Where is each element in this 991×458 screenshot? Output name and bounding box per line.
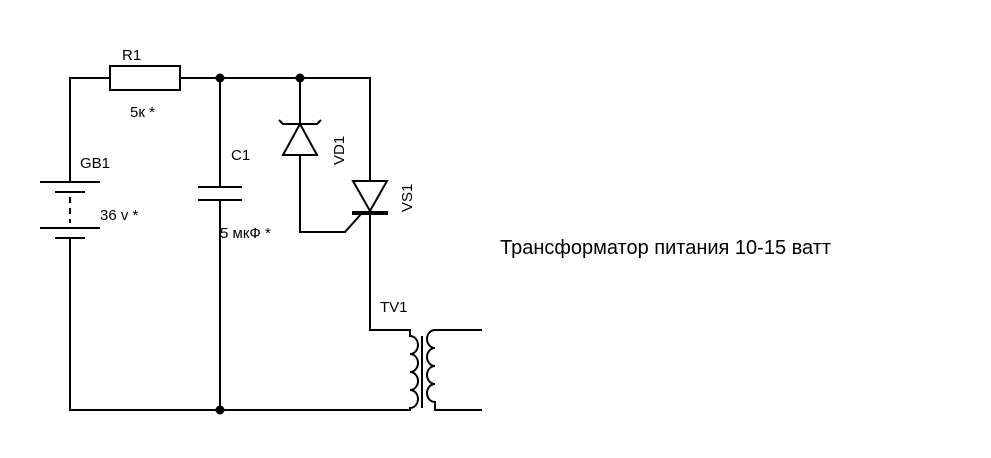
tv1-ref-label: TV1 <box>380 299 408 316</box>
r1-ref-label: R1 <box>122 47 141 64</box>
transformer-tv1: TV1 <box>380 299 482 411</box>
junction-dot <box>215 405 225 415</box>
junctions <box>215 73 305 415</box>
wire-thyristor-lower <box>369 212 411 331</box>
zener-diode-vd1: VD1 <box>278 119 348 165</box>
resistor-r1: R1 5к * <box>109 47 181 121</box>
thyristor-gate-lead <box>344 212 363 233</box>
thyristor-vs1: VS1 <box>344 180 416 233</box>
gb1-ref-label: GB1 <box>80 155 110 172</box>
junction-dot <box>295 73 305 83</box>
junction-dot <box>215 73 225 83</box>
c1-value-label: 5 мкФ * <box>220 225 271 242</box>
transformer-secondary-coil <box>426 329 482 411</box>
diode-cathode-bar <box>278 119 322 125</box>
thyristor-triangle <box>351 180 389 214</box>
gb1-value-label: 36 v * <box>100 207 139 224</box>
transformer-primary-coil <box>409 330 419 410</box>
r1-value-label: 5к * <box>130 104 155 121</box>
vs1-ref-label: VS1 <box>399 184 416 212</box>
wire-diode-lower <box>299 154 346 233</box>
resistor-body <box>109 65 181 91</box>
capacitor-c1: C1 5 мкФ * <box>198 147 271 242</box>
transformer-note: Трансформатор питания 10-15 ватт <box>500 237 831 259</box>
diode-triangle <box>281 121 319 156</box>
vd1-ref-label: VD1 <box>331 136 348 165</box>
battery-gb1: GB1 36 v * <box>40 155 139 239</box>
c1-ref-label: C1 <box>231 147 250 164</box>
wires <box>69 77 411 411</box>
